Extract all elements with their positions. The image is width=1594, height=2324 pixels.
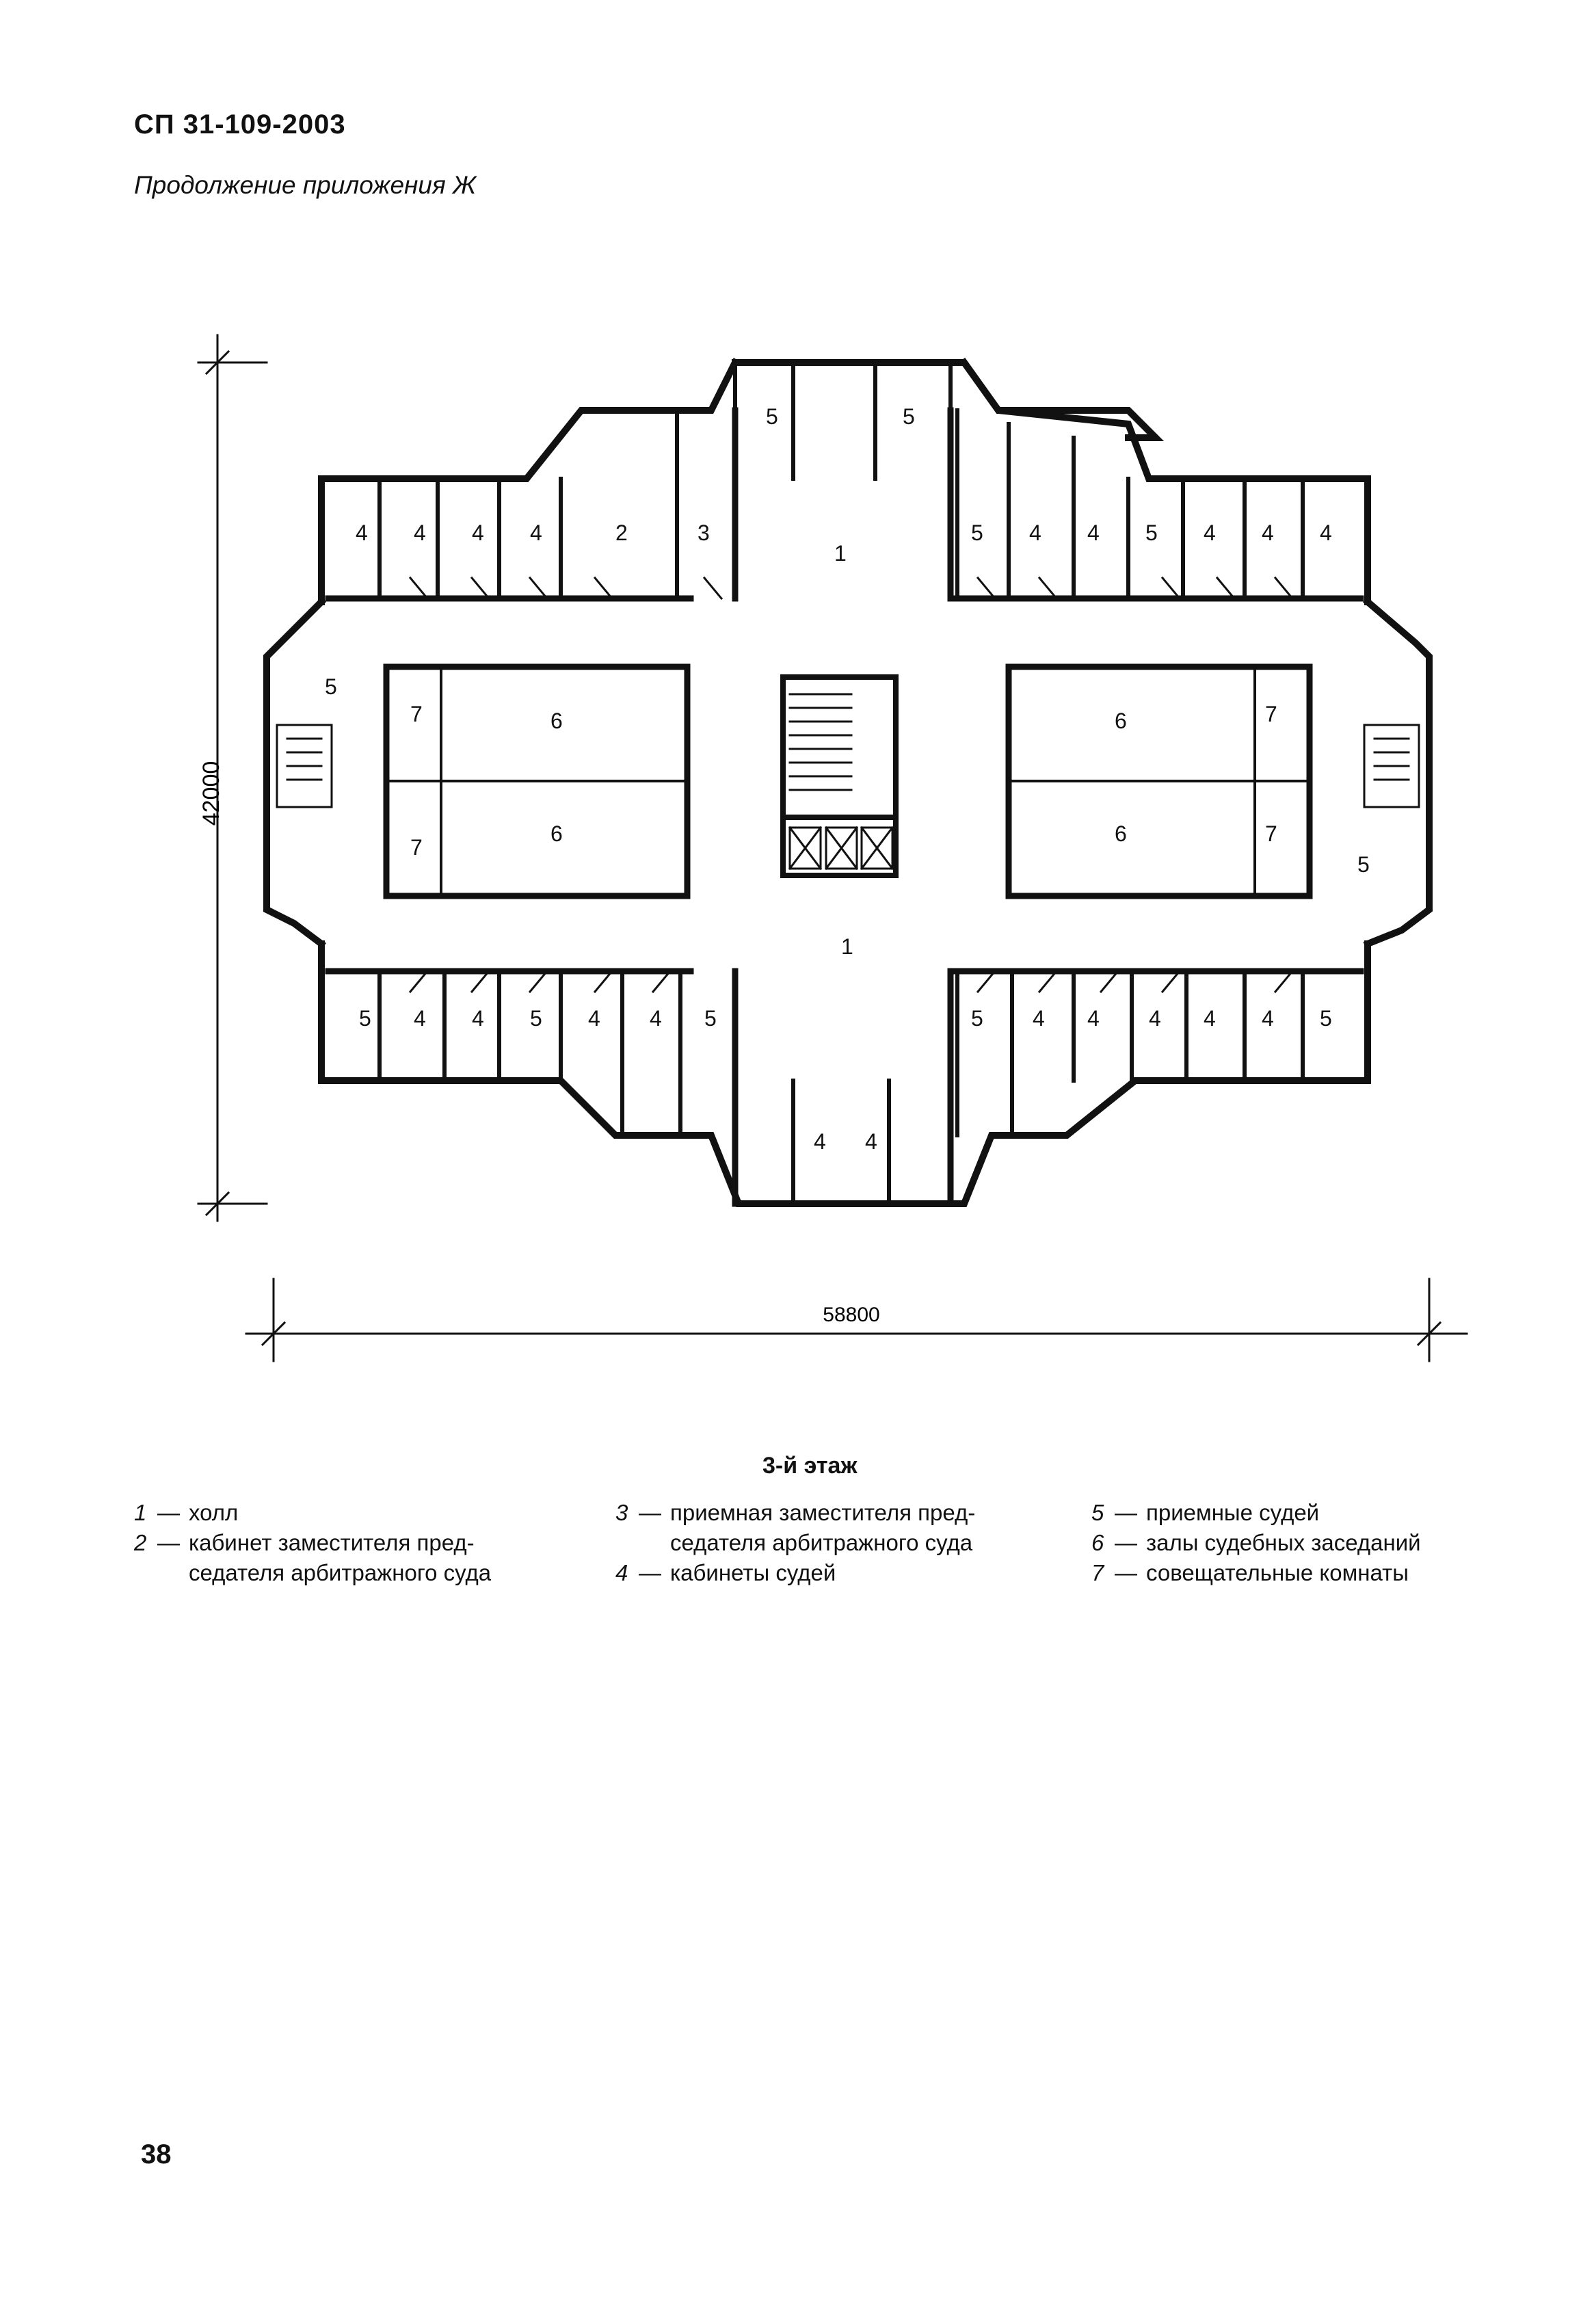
legend-text: залы судебных заседаний xyxy=(1146,1530,1421,1555)
room-numbers: 4 4 4 4 2 3 5 5 1 5 4 4 5 4 4 4 5 7 7 6 6 6 6 7 7 5… xyxy=(325,404,1370,1154)
document-code: СП 31-109-2003 xyxy=(134,109,346,140)
room-label: 5 xyxy=(704,1006,717,1031)
side-stairs xyxy=(276,724,1420,808)
room-label: 4 xyxy=(1149,1006,1161,1031)
room-label: 4 xyxy=(472,520,484,545)
door-swings xyxy=(408,576,1294,994)
room-label: 4 xyxy=(1033,1006,1045,1031)
legend-item: 7 — совещательные комнаты xyxy=(1091,1558,1421,1588)
room-label: 4 xyxy=(1204,1006,1216,1031)
legend-column-1: 1 — холл 2 — кабинет заместителя пред- с… xyxy=(134,1498,491,1588)
room-label: 5 xyxy=(1145,520,1158,545)
room-label: 1 xyxy=(841,934,853,959)
room-label: 7 xyxy=(410,702,423,726)
legend-text-continued: седателя арбитражного суда xyxy=(189,1560,492,1585)
legend-item: 3 — приемная заместителя пред- xyxy=(615,1498,975,1528)
legend-column-2: 3 — приемная заместителя пред- седателя … xyxy=(615,1498,975,1588)
room-label: 5 xyxy=(971,1006,983,1031)
office-partitions xyxy=(377,360,1305,1206)
room-label: 4 xyxy=(414,520,426,545)
legend-number: 2 xyxy=(134,1530,147,1555)
legend-number: 1 xyxy=(134,1500,147,1525)
legend-text: кабинеты судей xyxy=(670,1560,836,1585)
dimension-width-label: 58800 xyxy=(823,1304,879,1326)
room-label: 5 xyxy=(325,674,337,699)
room-label: 4 xyxy=(1320,520,1332,545)
room-label: 4 xyxy=(650,1006,662,1031)
room-label: 4 xyxy=(1204,520,1216,545)
room-label: 7 xyxy=(1265,702,1277,726)
room-label: 4 xyxy=(1029,520,1041,545)
room-label: 1 xyxy=(834,541,847,566)
legend-item: 1 — холл xyxy=(134,1498,491,1528)
room-label: 4 xyxy=(414,1006,426,1031)
room-label: 5 xyxy=(359,1006,371,1031)
courtroom-blocks xyxy=(383,663,1313,899)
room-label: 4 xyxy=(530,520,542,545)
legend-number: 3 xyxy=(615,1500,628,1525)
room-label: 4 xyxy=(865,1129,877,1154)
legend-item: 2 — кабинет заместителя пред- xyxy=(134,1528,491,1558)
room-label: 4 xyxy=(1262,520,1274,545)
room-label: 6 xyxy=(1115,821,1127,846)
legend-number: 4 xyxy=(615,1560,628,1585)
room-label: 5 xyxy=(971,520,983,545)
legend-column-3: 5 — приемные судей 6 — залы судебных зас… xyxy=(1091,1498,1421,1588)
dimension-lines xyxy=(197,334,1468,1362)
room-label: 5 xyxy=(903,404,915,429)
legend-text: приемная заместителя пред- xyxy=(670,1500,976,1525)
room-label: 2 xyxy=(615,520,628,545)
legend-number: 6 xyxy=(1091,1530,1104,1555)
room-label: 7 xyxy=(410,835,423,860)
room-label: 4 xyxy=(472,1006,484,1031)
room-label: 4 xyxy=(1087,1006,1100,1031)
room-label: 5 xyxy=(1320,1006,1332,1031)
legend-text-continued: седателя арбитражного суда xyxy=(670,1530,973,1555)
room-label: 4 xyxy=(356,520,368,545)
room-label: 5 xyxy=(766,404,778,429)
legend-number: 5 xyxy=(1091,1500,1104,1525)
room-label: 6 xyxy=(1115,709,1127,733)
dimension-height-label: 42000 xyxy=(198,761,224,826)
room-label: 5 xyxy=(1357,852,1370,877)
room-label: 4 xyxy=(1087,520,1100,545)
legend-text: приемные судей xyxy=(1146,1500,1320,1525)
floor-title: 3-й этаж xyxy=(762,1453,858,1479)
legend-text: кабинет заместителя пред- xyxy=(189,1530,475,1555)
legend-text: холл xyxy=(189,1500,239,1525)
room-label: 7 xyxy=(1265,821,1277,846)
room-label: 6 xyxy=(550,821,563,846)
legend-item: 5 — приемные судей xyxy=(1091,1498,1421,1528)
legend-item: 4 — кабинеты судей xyxy=(615,1558,975,1588)
room-label: 4 xyxy=(1262,1006,1274,1031)
room-label: 4 xyxy=(814,1129,826,1154)
outer-walls xyxy=(263,358,1433,1207)
room-label: 3 xyxy=(698,520,710,545)
document-subtitle: Продолжение приложения Ж xyxy=(134,171,476,199)
page-number: 38 xyxy=(141,2139,172,2169)
legend-text: совещательные комнаты xyxy=(1146,1560,1409,1585)
legend-item: 6 — залы судебных заседаний xyxy=(1091,1528,1421,1558)
room-label: 5 xyxy=(530,1006,542,1031)
room-label: 6 xyxy=(550,709,563,733)
central-stair-core xyxy=(780,674,899,878)
room-label: 4 xyxy=(588,1006,600,1031)
legend-number: 7 xyxy=(1091,1560,1104,1585)
